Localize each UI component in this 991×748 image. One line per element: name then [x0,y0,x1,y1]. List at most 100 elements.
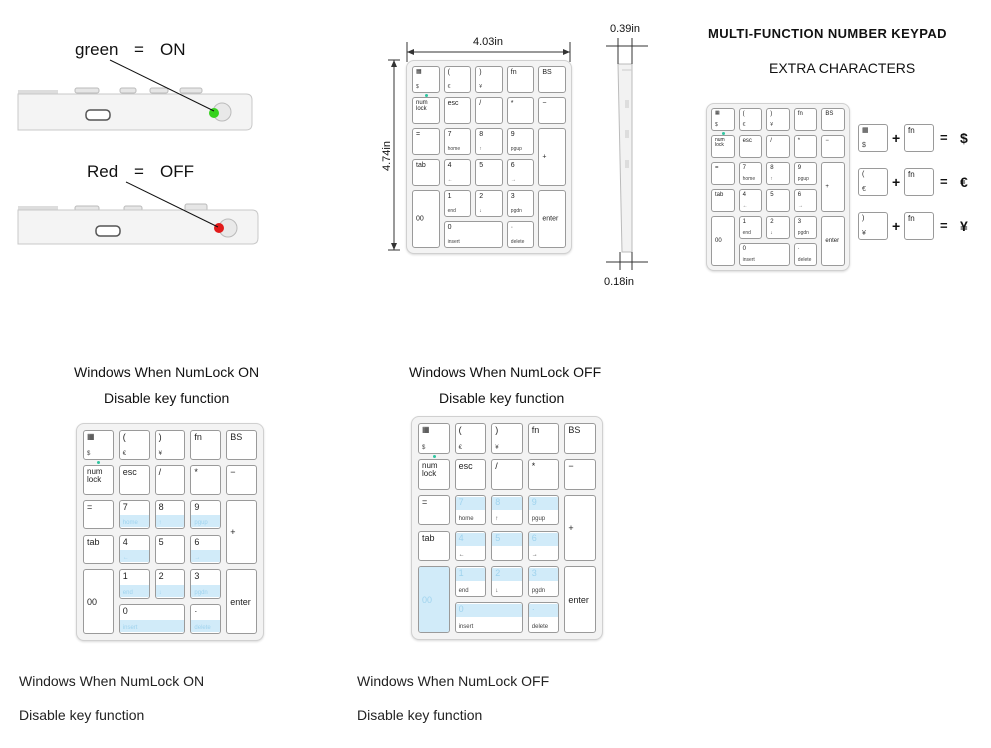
key-00: 00 [412,190,440,248]
key-5-label: 5 [495,532,501,543]
key-6: 6→ [190,534,222,565]
key-0: 0 insert [443,221,503,248]
key-6-label: 6 [194,536,200,547]
disabled-highlight [455,604,522,618]
fn-key: fn [904,212,934,240]
key-0-label: 0 [122,606,128,617]
key-2-label: 2 [479,193,484,200]
key-1-label: 1 [742,219,746,225]
key-0-sublabel: insert [447,239,460,245]
extra-combos: ▦ $ + fn = $ ( € + fn = € ) ¥ + fn = ¥ [858,124,988,254]
key-3-label: 3 [797,219,802,225]
key-8-label: 8 [479,131,484,138]
plus-key: + [538,128,566,186]
paren-close-key-label: ) [770,111,773,117]
fn-key: fn [506,66,535,93]
paren-close-key-sublabel: ¥ [158,450,162,457]
combo-key-sub: $ [862,142,866,149]
dim-depth-top: 0.39in [610,23,640,35]
key-8-sublabel: ↑ [495,516,499,523]
disabled-highlight [492,568,522,582]
tab-key-label: tab [87,536,100,547]
minus-key: − [538,97,566,124]
plus-key: + [821,162,845,212]
backspace-key-label: BS [230,432,243,442]
fn-key: fn [904,124,934,152]
minus-key-label: − [230,466,236,477]
fn-key: fn [527,423,560,454]
multiply-key: * [190,464,222,495]
paren-close-key-sublabel: ¥ [479,84,482,90]
panel-on-title: Windows When NumLock ON [74,364,260,380]
key-3: 3 pgdn [793,216,818,239]
key-4-sublabel: ← [742,203,748,209]
enter-key: enter [538,190,566,248]
paren-open-key: (€ [738,108,763,131]
key-7-sublabel: home [447,146,461,152]
key-2: 2↓ [766,216,790,239]
calculator-key: ▦$ [83,430,114,460]
key-4: 4← [118,534,150,565]
key-6-sublabel: → [194,555,201,562]
key-3-sublabel: pgdn [797,230,809,236]
key-6-sublabel: → [797,203,803,209]
calculator-icon: ▦ [862,127,869,134]
combo-equals: = [940,174,948,189]
lock-label: lock [87,474,102,484]
key-5-label: 5 [158,536,164,547]
combo-key-top: ) [862,215,865,222]
multiply-key: * [527,458,560,490]
key-8-sublabel: ↑ [158,520,162,527]
key-4-sublabel: ← [447,177,453,183]
key-00-label: 00 [416,215,424,223]
key-8-sublabel: ↑ [479,146,482,152]
disabled-highlight [191,619,221,632]
extra-subtitle: EXTRA CHARACTERS [769,60,916,76]
minus-key-label: − [825,138,829,144]
disabled-highlight [119,515,149,528]
combo-equals: = [940,130,948,145]
divide-key: / [491,458,523,490]
dim-depth-bottom: 0.18in [604,276,634,288]
num-lock-led [424,93,428,97]
backspace-key: BS [821,108,845,131]
key-8: 8↑ [766,162,790,185]
key-4-label: 4 [447,162,452,169]
key-9-label: 9 [194,501,200,512]
tab-key-label: tab [416,162,426,169]
key-3-label: 3 [194,571,200,582]
combo-row: ▦ $ + fn = $ [858,124,988,154]
combo-plus: + [892,174,901,190]
plus-key-label: + [230,526,236,537]
enter-key-label: enter [230,596,251,607]
dot-key-sublabel: delete [531,623,549,630]
key-2: 2↓ [475,190,503,217]
tab-key: tab [412,159,440,186]
esc-key-label: esc [742,138,752,144]
key-00: 00 [83,569,114,634]
key-0-label: 0 [447,224,452,231]
combo-key: ▦ $ [858,124,888,152]
combo-row: ) ¥ + fn = ¥ [858,212,988,242]
dot-key: ·delete [527,602,560,633]
disabled-highlight [455,568,486,582]
paren-open-key-sublabel: € [742,122,746,128]
key-2-sublabel: ↓ [495,588,499,595]
key-3-label: 3 [531,568,537,579]
tab-key-label: tab [422,532,435,543]
calculator-key: ▦$ [418,423,450,454]
disabled-highlight [455,532,486,546]
disabled-highlight [191,515,221,528]
tab-key: tab [83,534,114,565]
dot-key-label: · [510,224,514,231]
key-8: 8↑ [491,494,523,526]
esc-key: esc [738,135,763,158]
